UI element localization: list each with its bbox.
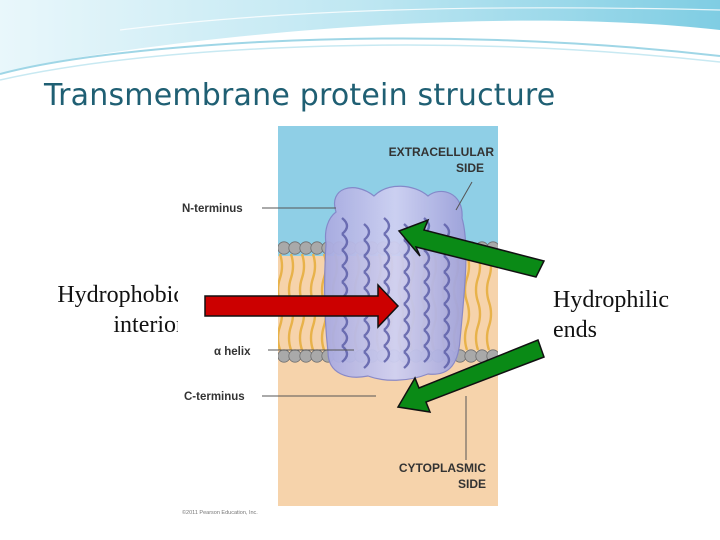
label-left-line-1: Hydrophobic xyxy=(57,282,184,308)
lipid-head xyxy=(278,349,291,363)
membrane-protein-figure: EXTRACELLULAR SIDE N-terminus α helix C-… xyxy=(178,126,498,518)
label-extracellular-line-2: SIDE xyxy=(456,161,484,175)
label-alpha-helix: α helix xyxy=(214,346,251,358)
lipid-head xyxy=(464,349,478,363)
label-cytoplasmic-line-2: SIDE xyxy=(458,477,486,491)
label-right-line-2: ends xyxy=(553,317,597,343)
lipid-head xyxy=(475,241,489,255)
lipid-head xyxy=(299,349,313,363)
label-cytoplasmic-line-1: CYTOPLASMIC xyxy=(399,461,486,475)
header-swoosh-decoration xyxy=(0,0,720,81)
label-left-line-2: interior xyxy=(113,312,184,338)
label-extracellular-line-1: EXTRACELLULAR xyxy=(389,145,495,159)
copyright-note: ©2011 Pearson Education, Inc. xyxy=(182,509,258,516)
lipid-head xyxy=(299,241,313,255)
lipid-head xyxy=(278,241,291,255)
lipid-head xyxy=(288,349,302,363)
slide-title: Transmembrane protein structure xyxy=(44,78,556,113)
lipid-head xyxy=(310,349,324,363)
extracellular-leader xyxy=(455,181,473,211)
lipid-head xyxy=(310,241,324,255)
lipid-head xyxy=(486,241,498,255)
lipid-head xyxy=(288,241,302,255)
lipid-head xyxy=(464,241,478,255)
lipid-head xyxy=(475,349,489,363)
label-hydrophobic-interior: Hydrophobic interior xyxy=(26,280,184,340)
label-c-terminus: C-terminus xyxy=(184,391,245,403)
label-hydrophilic-ends: Hydrophilic ends xyxy=(553,285,713,345)
lipid-head xyxy=(486,349,498,363)
label-n-terminus: N-terminus xyxy=(182,203,243,215)
label-right-line-1: Hydrophilic xyxy=(553,287,669,313)
